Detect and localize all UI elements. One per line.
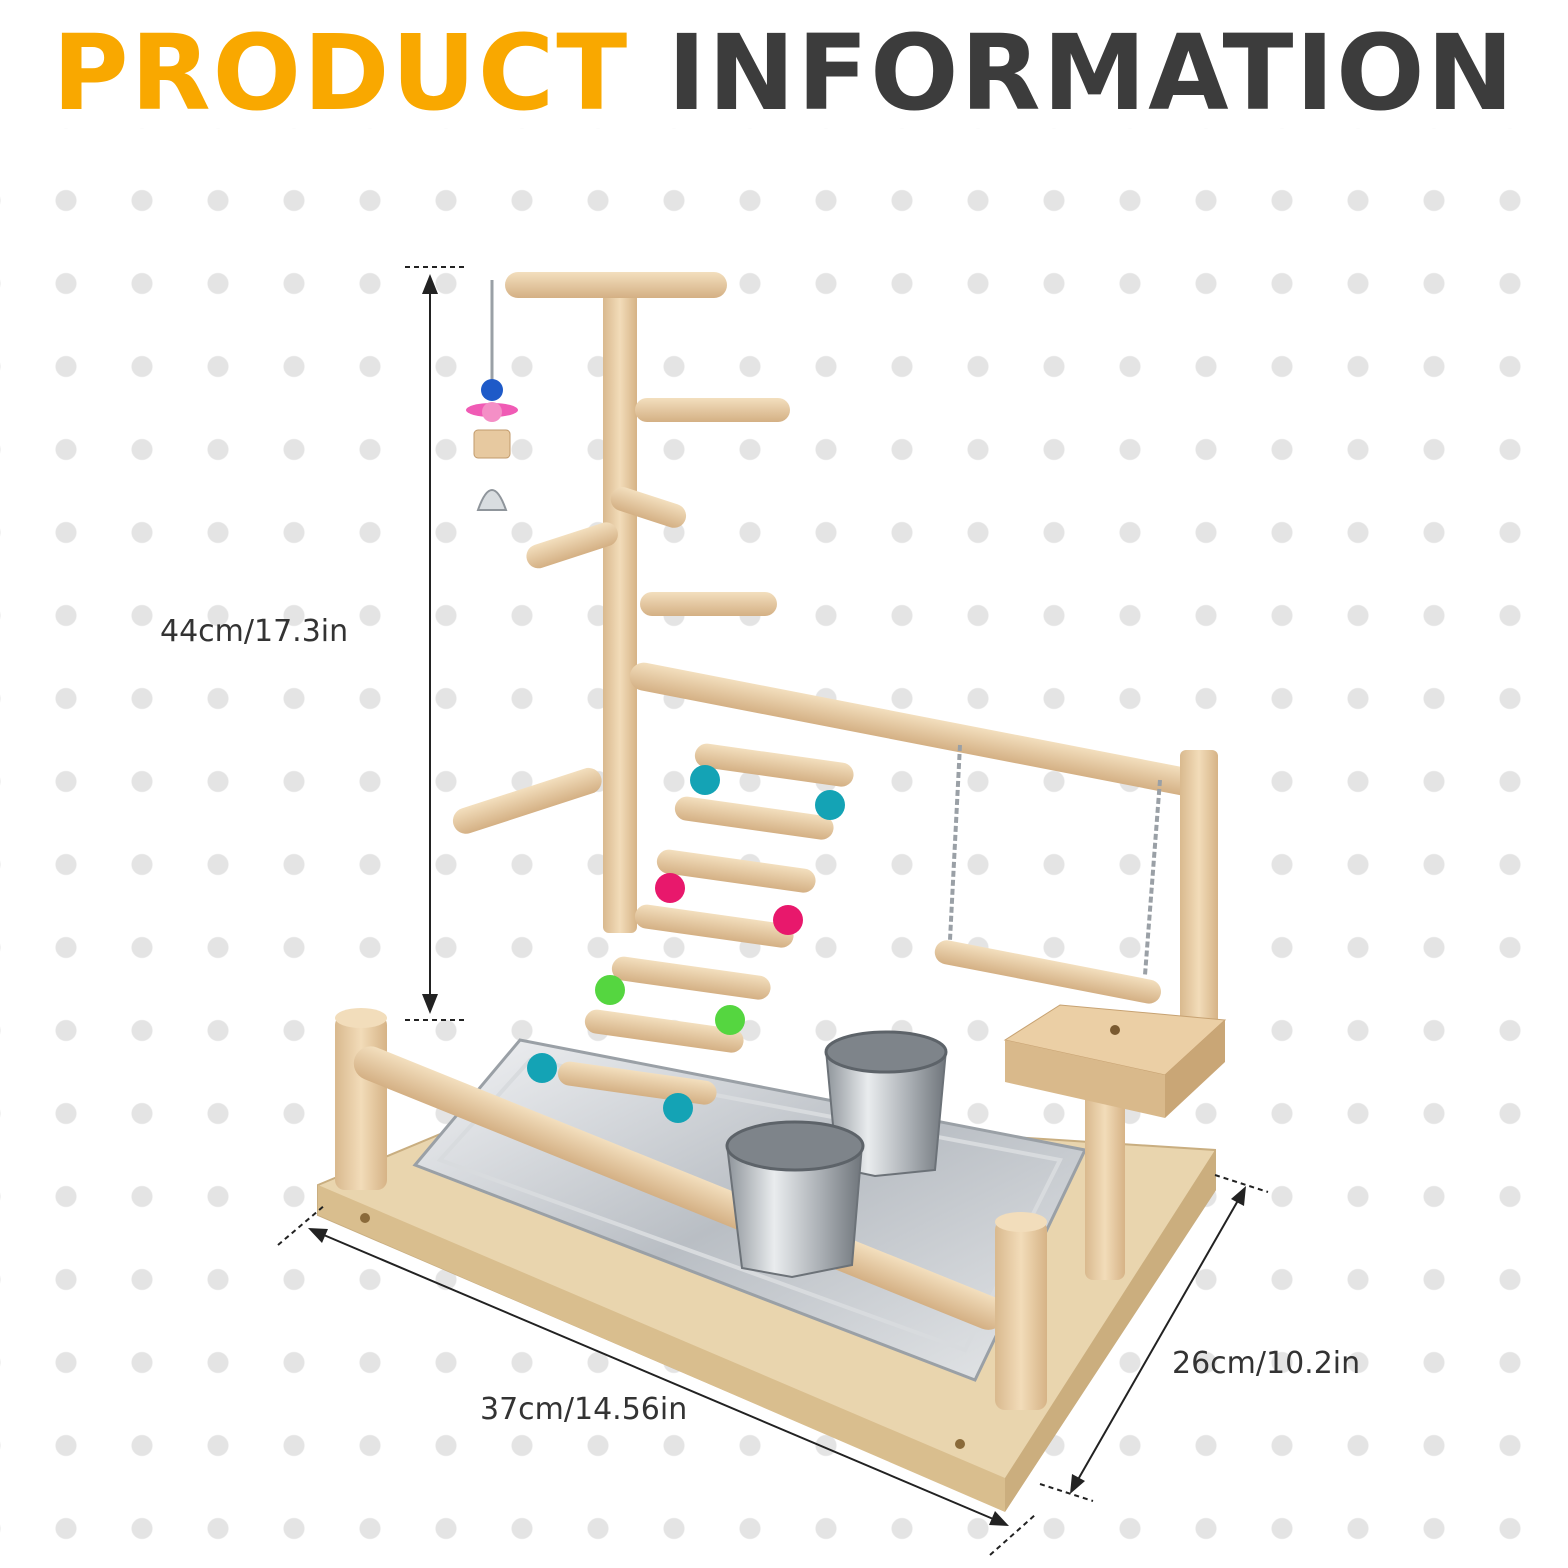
length-dimension-line	[277, 1204, 1036, 1556]
title-word-product: PRODUCT	[52, 12, 630, 134]
height-label: 44cm/17.3in	[160, 614, 349, 649]
depth-label: 26cm/10.2in	[1172, 1346, 1361, 1381]
page-title: PRODUCT INFORMATION	[0, 18, 1568, 128]
title-word-information: INFORMATION	[667, 12, 1516, 134]
swing-frame	[629, 662, 1218, 1070]
length-label: 37cm/14.56in	[480, 1392, 688, 1427]
hanging-bell-toy	[466, 280, 518, 511]
height-dimension-line	[405, 266, 468, 1021]
tree-stand	[452, 272, 790, 933]
wooden-platform	[1003, 1004, 1227, 1280]
depth-dimension-line	[1039, 1174, 1269, 1502]
feeding-cups	[725, 1030, 948, 1279]
ladder	[527, 743, 854, 1123]
